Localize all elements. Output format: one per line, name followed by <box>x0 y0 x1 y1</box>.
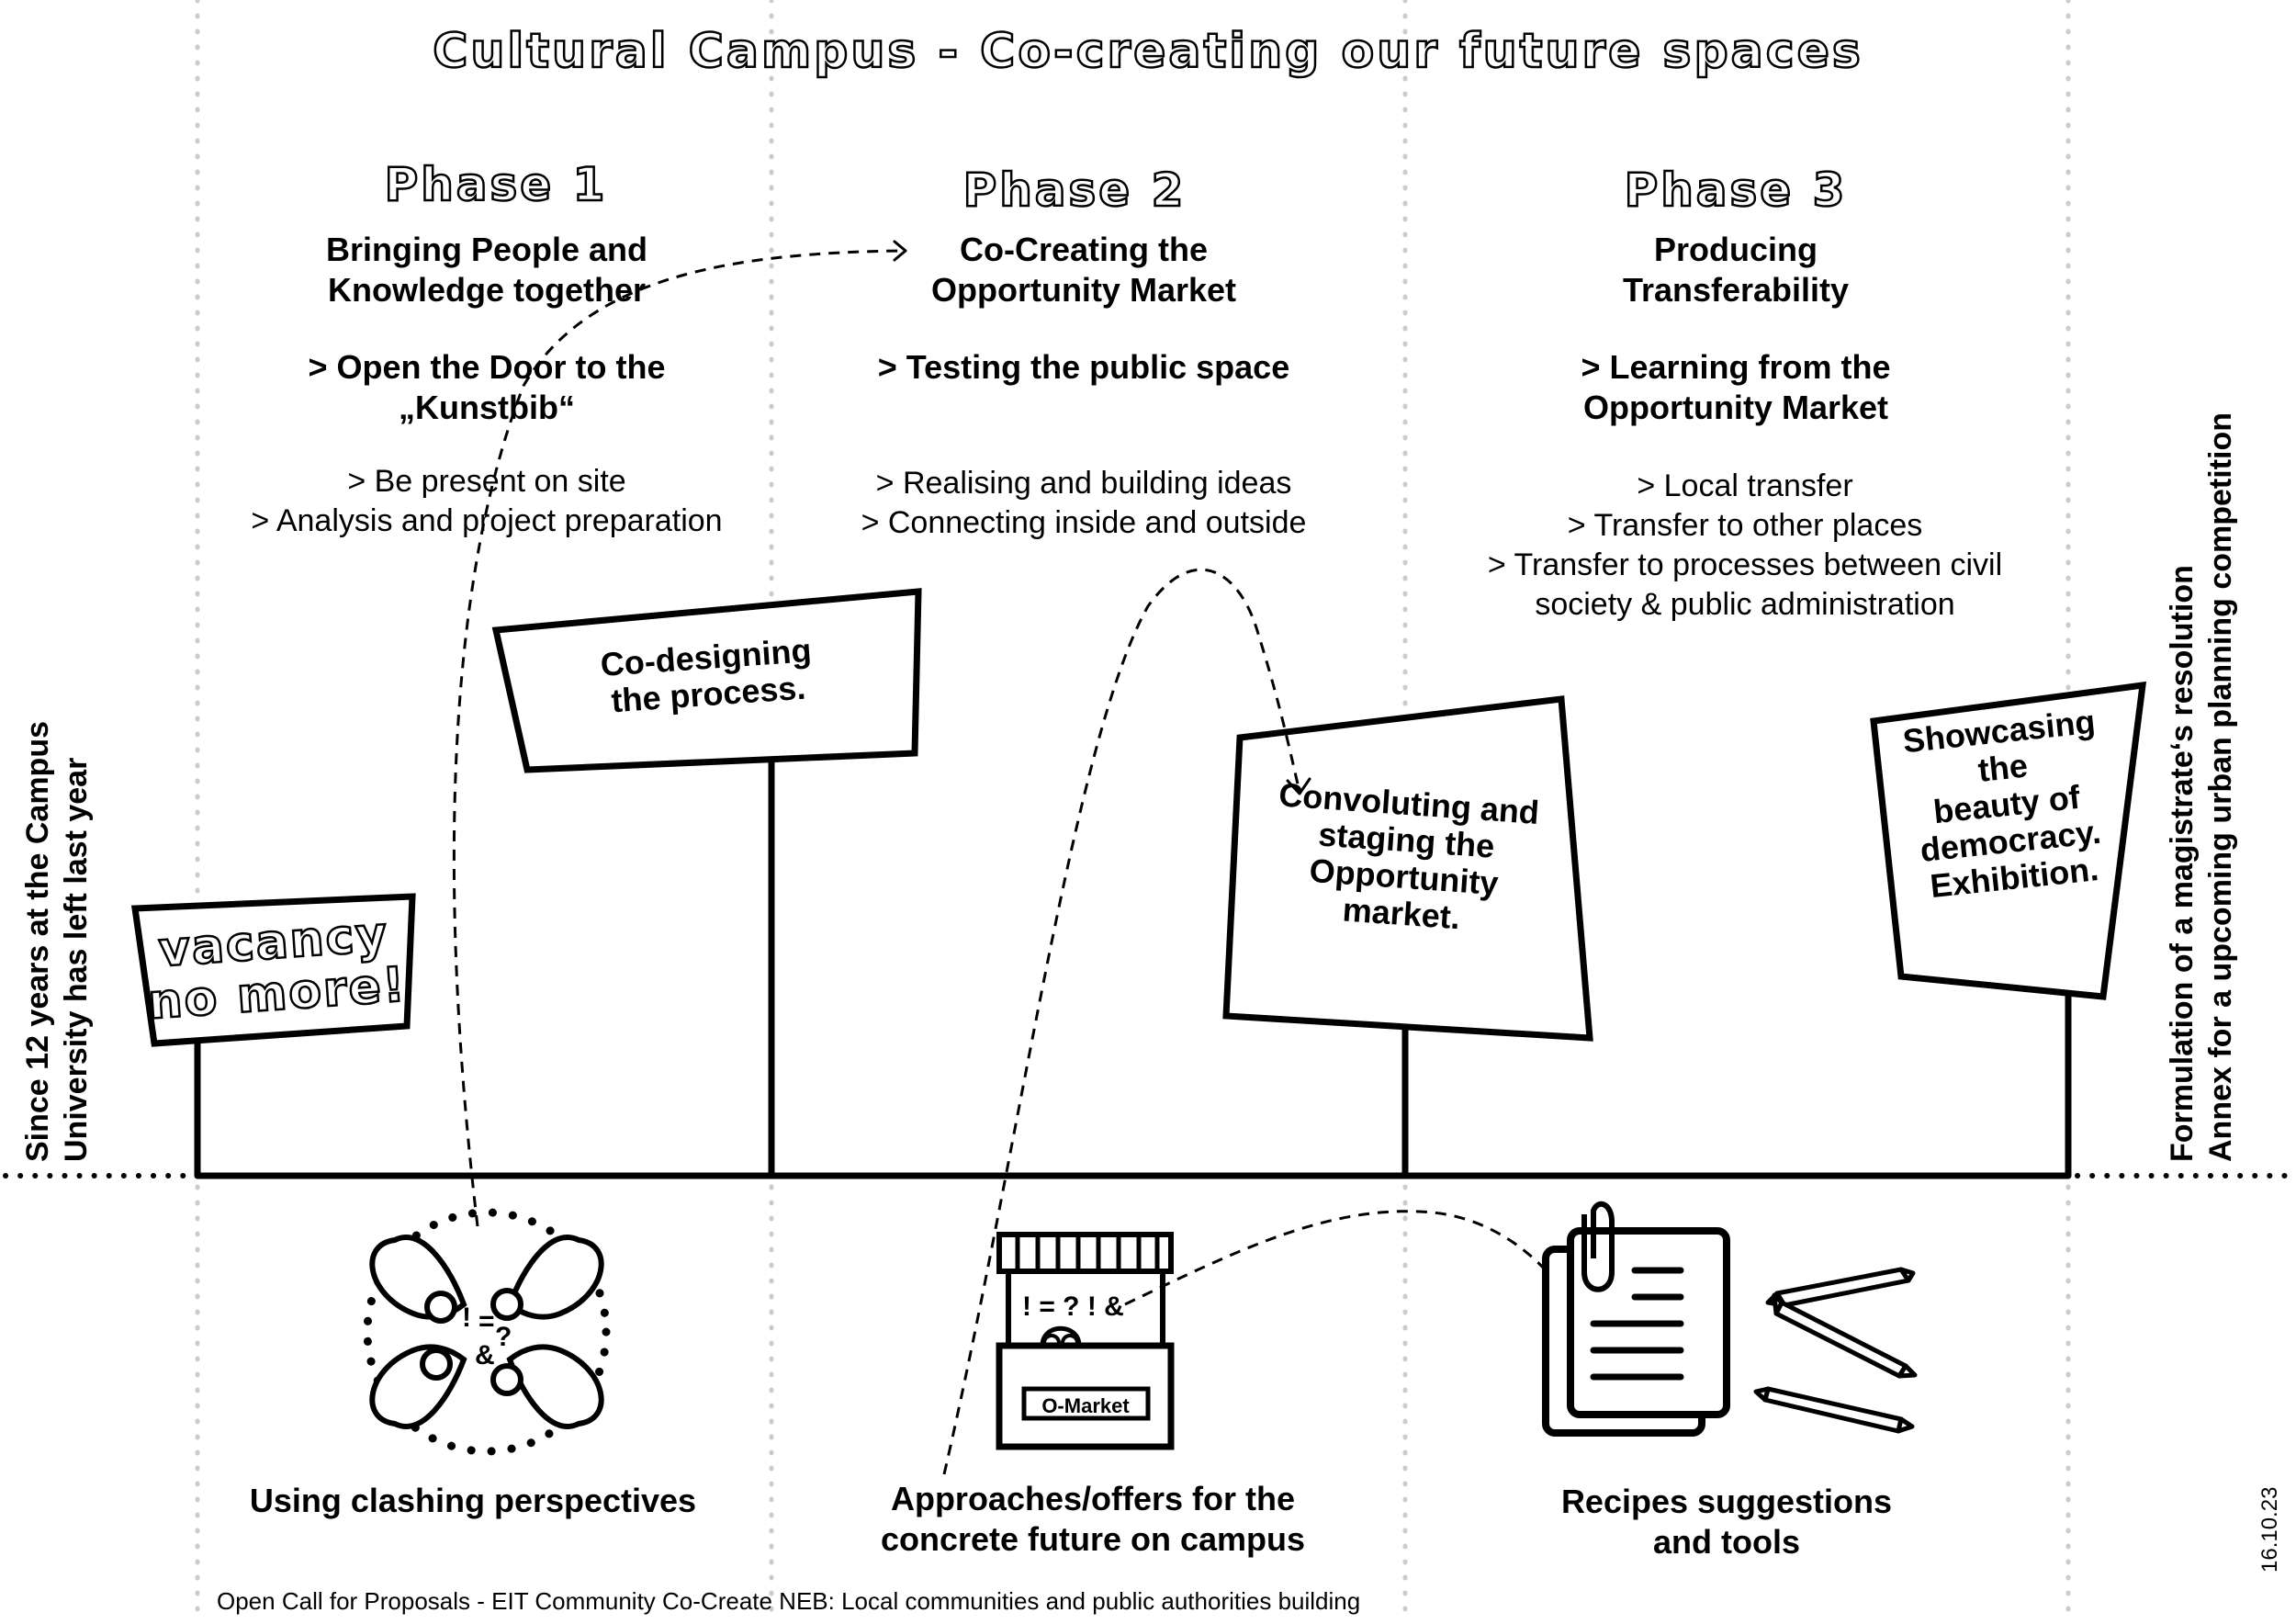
perspectives-label: Using clashing perspectives <box>249 1482 697 1519</box>
recipes-label: Recipes suggestions and tools <box>1560 1483 1893 1561</box>
sign-vacancy-text: vacancy no more! <box>145 906 409 1032</box>
sign-poles <box>194 759 2072 1176</box>
perspective-symbol-question: ? <box>495 1322 512 1352</box>
documents-icon <box>1542 1201 1730 1437</box>
sign-showcasing-text: Showcasing the beauty of democracy. Exhi… <box>1900 702 2103 906</box>
phase-3-bullets: > Local transfer > Transfer to other pla… <box>1487 468 2003 622</box>
people-circle-icon: ! = ? & <box>363 1208 611 1456</box>
left-side-note: Since 12 years at the Campus University … <box>20 720 94 1162</box>
sign-board-codesign <box>491 588 922 773</box>
phase-3-focus: > Learning from the Opportunity Market <box>1581 348 1891 426</box>
phase-1-subtitle: Bringing People and Knowledge together <box>325 231 647 309</box>
phase-2-label: Phase 2 <box>962 163 1187 219</box>
phase-1-label: Phase 1 <box>383 157 608 213</box>
market-stall-icon: ! = ? ! & O-Market <box>996 1232 1175 1450</box>
sign-board-convoluting <box>1222 695 1593 1042</box>
sign-convoluting-text: Convoluting and staging the Opportunity … <box>1277 775 1541 937</box>
perspective-symbol-equals: = <box>478 1306 495 1336</box>
perspective-symbol-exclaim: ! <box>462 1303 471 1333</box>
date-stamp: 16.10.23 <box>2257 1486 2282 1573</box>
phase-2-focus: > Testing the public space <box>877 348 1290 386</box>
page-title: Cultural Campus - Co-creating our future… <box>432 23 1863 81</box>
sign-board-vacancy <box>130 893 416 1047</box>
pencil-icon <box>1753 1267 1918 1434</box>
phase-2-bullets: > Realising and building ideas > Connect… <box>861 466 1307 540</box>
right-side-note: Formulation of a magistrate‘s resolution… <box>2165 412 2238 1162</box>
phase-1-focus: > Open the Door to the „Kunstbib“ <box>308 348 666 426</box>
connection-arrows <box>452 249 1583 1475</box>
sign-board-showcasing <box>1870 681 2147 1000</box>
perspective-symbol-ampersand: & <box>475 1340 495 1370</box>
phase-3-subtitle: Producing Transferability <box>1622 231 1850 309</box>
market-stall-sign: O-Market <box>1041 1394 1130 1417</box>
approaches-label: Approaches/offers for the concrete futur… <box>880 1480 1306 1558</box>
phase-1-bullets: > Be present on site > Analysis and proj… <box>251 464 723 538</box>
phase-3-label: Phase 3 <box>1623 163 1848 219</box>
footer-note: Open Call for Proposals - EIT Community … <box>217 1587 1361 1615</box>
phase-2-subtitle: Co-Creating the Opportunity Market <box>930 231 1236 309</box>
market-stall-symbols: ! = ? ! & <box>1022 1291 1124 1322</box>
